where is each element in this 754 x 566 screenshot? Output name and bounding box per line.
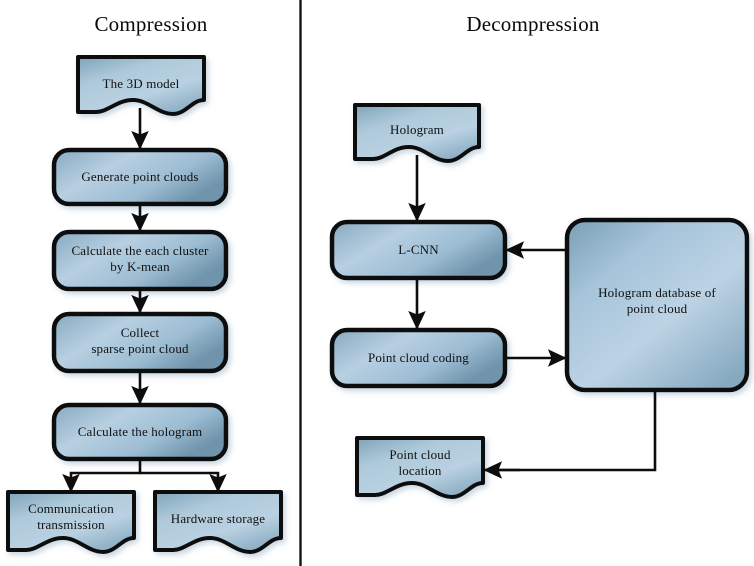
column-title-compression: Compression — [94, 12, 208, 36]
node-hologram — [353, 103, 481, 163]
node-hologram-database — [564, 217, 750, 393]
column-title-decompression: Decompression — [466, 12, 600, 36]
node-point-cloud-location — [355, 436, 485, 499]
edge-hologram-split — [62, 459, 227, 493]
node-the-3d-model — [76, 55, 206, 116]
node-hardware-storage — [153, 490, 283, 554]
node-calculate-each-cluster — [51, 229, 229, 292]
node-calculate-hologram — [51, 402, 229, 462]
node-collect-sparse-point-cloud — [51, 311, 229, 374]
node-point-cloud-coding — [329, 327, 508, 389]
node-generate-point-clouds — [51, 147, 229, 207]
node-communication-transmission — [6, 490, 136, 554]
edge-database-to-location — [483, 390, 657, 479]
node-l-cnn — [329, 219, 508, 281]
